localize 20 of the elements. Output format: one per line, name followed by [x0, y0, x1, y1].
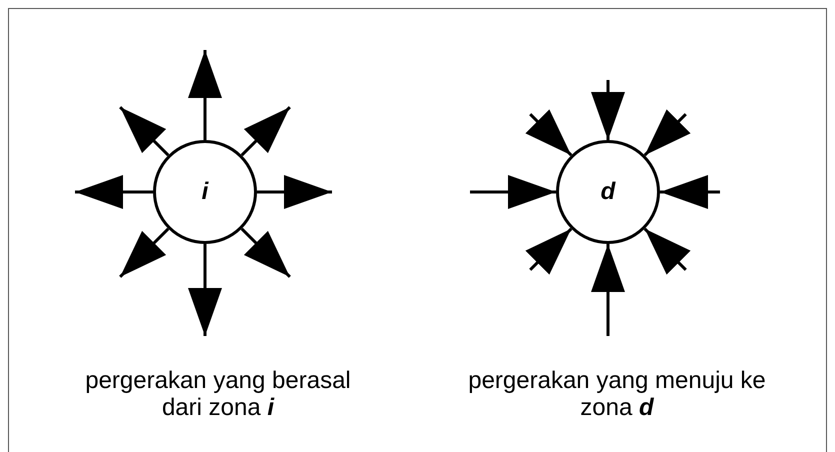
caption-text: pergerakan yang menuju ke zona d [467, 367, 767, 421]
arrow [644, 109, 691, 156]
arrow [188, 50, 222, 140]
arrow [75, 175, 153, 209]
arrow [660, 175, 720, 209]
zone-label: d [600, 178, 616, 206]
arrow [188, 244, 222, 336]
arrow [240, 228, 291, 278]
arrow [470, 175, 556, 209]
arrow [644, 228, 691, 275]
arrow [591, 80, 625, 140]
arrow [257, 175, 332, 209]
arrow [591, 244, 625, 336]
arrow [119, 106, 170, 156]
arrow [525, 109, 572, 156]
arrow [525, 228, 572, 275]
arrow [119, 228, 170, 278]
zone-label: i [202, 178, 208, 206]
arrow [240, 106, 291, 156]
caption-text: pergerakan yang berasal dari zona i [84, 367, 352, 421]
